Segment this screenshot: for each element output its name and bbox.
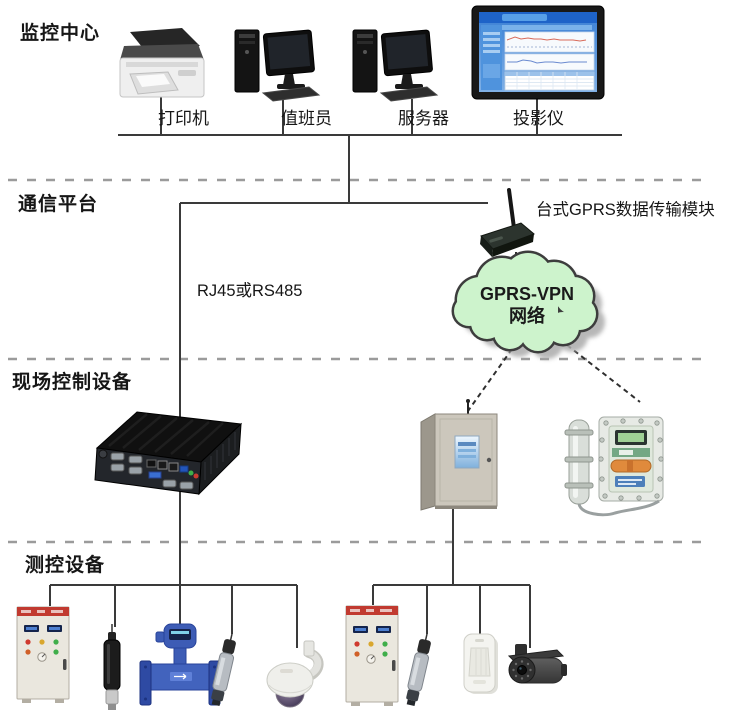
pir-motion-detector-icon [463, 633, 498, 694]
printer-label: 打印机 [158, 109, 209, 128]
operator-workstation-icon [234, 29, 321, 102]
water-quality-sensor-2-icon [211, 633, 236, 707]
ptz-dome-camera-icon [266, 640, 324, 708]
water-quality-sensor-3-icon [406, 633, 431, 707]
cloud-label-line1: GPRS-VPN [479, 284, 575, 304]
cloud-to-rtu-link [467, 348, 513, 412]
control-cabinet-1-icon [16, 606, 70, 703]
electromagnetic-flowmeter-icon [139, 623, 221, 706]
water-quality-sensor-1-icon [103, 624, 121, 710]
section-label-monitoring-center: 监控中心 [20, 23, 101, 44]
cloud-to-wireless-rtu-link [566, 344, 641, 403]
cloud-label-line2: 网络 [509, 306, 545, 326]
industrial-pc-icon [94, 411, 243, 496]
section-label-communication-platform: 通信平台 [18, 194, 99, 215]
gprs-modem-icon [480, 188, 535, 257]
bullet-camera-icon [507, 644, 567, 684]
wired-link-label: RJ45或RS485 [197, 282, 303, 300]
control-cabinet-2-icon [345, 605, 399, 706]
section-label-measurement-control: 测控设备 [25, 555, 106, 576]
wireless-rtu-icon [564, 416, 664, 517]
rtu-cabinet-icon [420, 399, 498, 511]
projector-label: 投影仪 [513, 109, 564, 128]
server-workstation-icon [352, 29, 439, 102]
gprs-vpn-cloud [451, 250, 605, 359]
connector-lines [49, 97, 622, 648]
gprs-vpn-cloud-label: GPRS-VPN 网络 [458, 283, 596, 327]
section-label-field-control: 现场控制设备 [12, 372, 133, 393]
server-label: 服务器 [398, 109, 449, 128]
gprs-module-label: 台式GPRS数据传输模块 [536, 201, 715, 219]
printer-icon [119, 28, 205, 98]
operator-label: 值班员 [281, 109, 332, 128]
projector-display-icon [471, 5, 605, 100]
